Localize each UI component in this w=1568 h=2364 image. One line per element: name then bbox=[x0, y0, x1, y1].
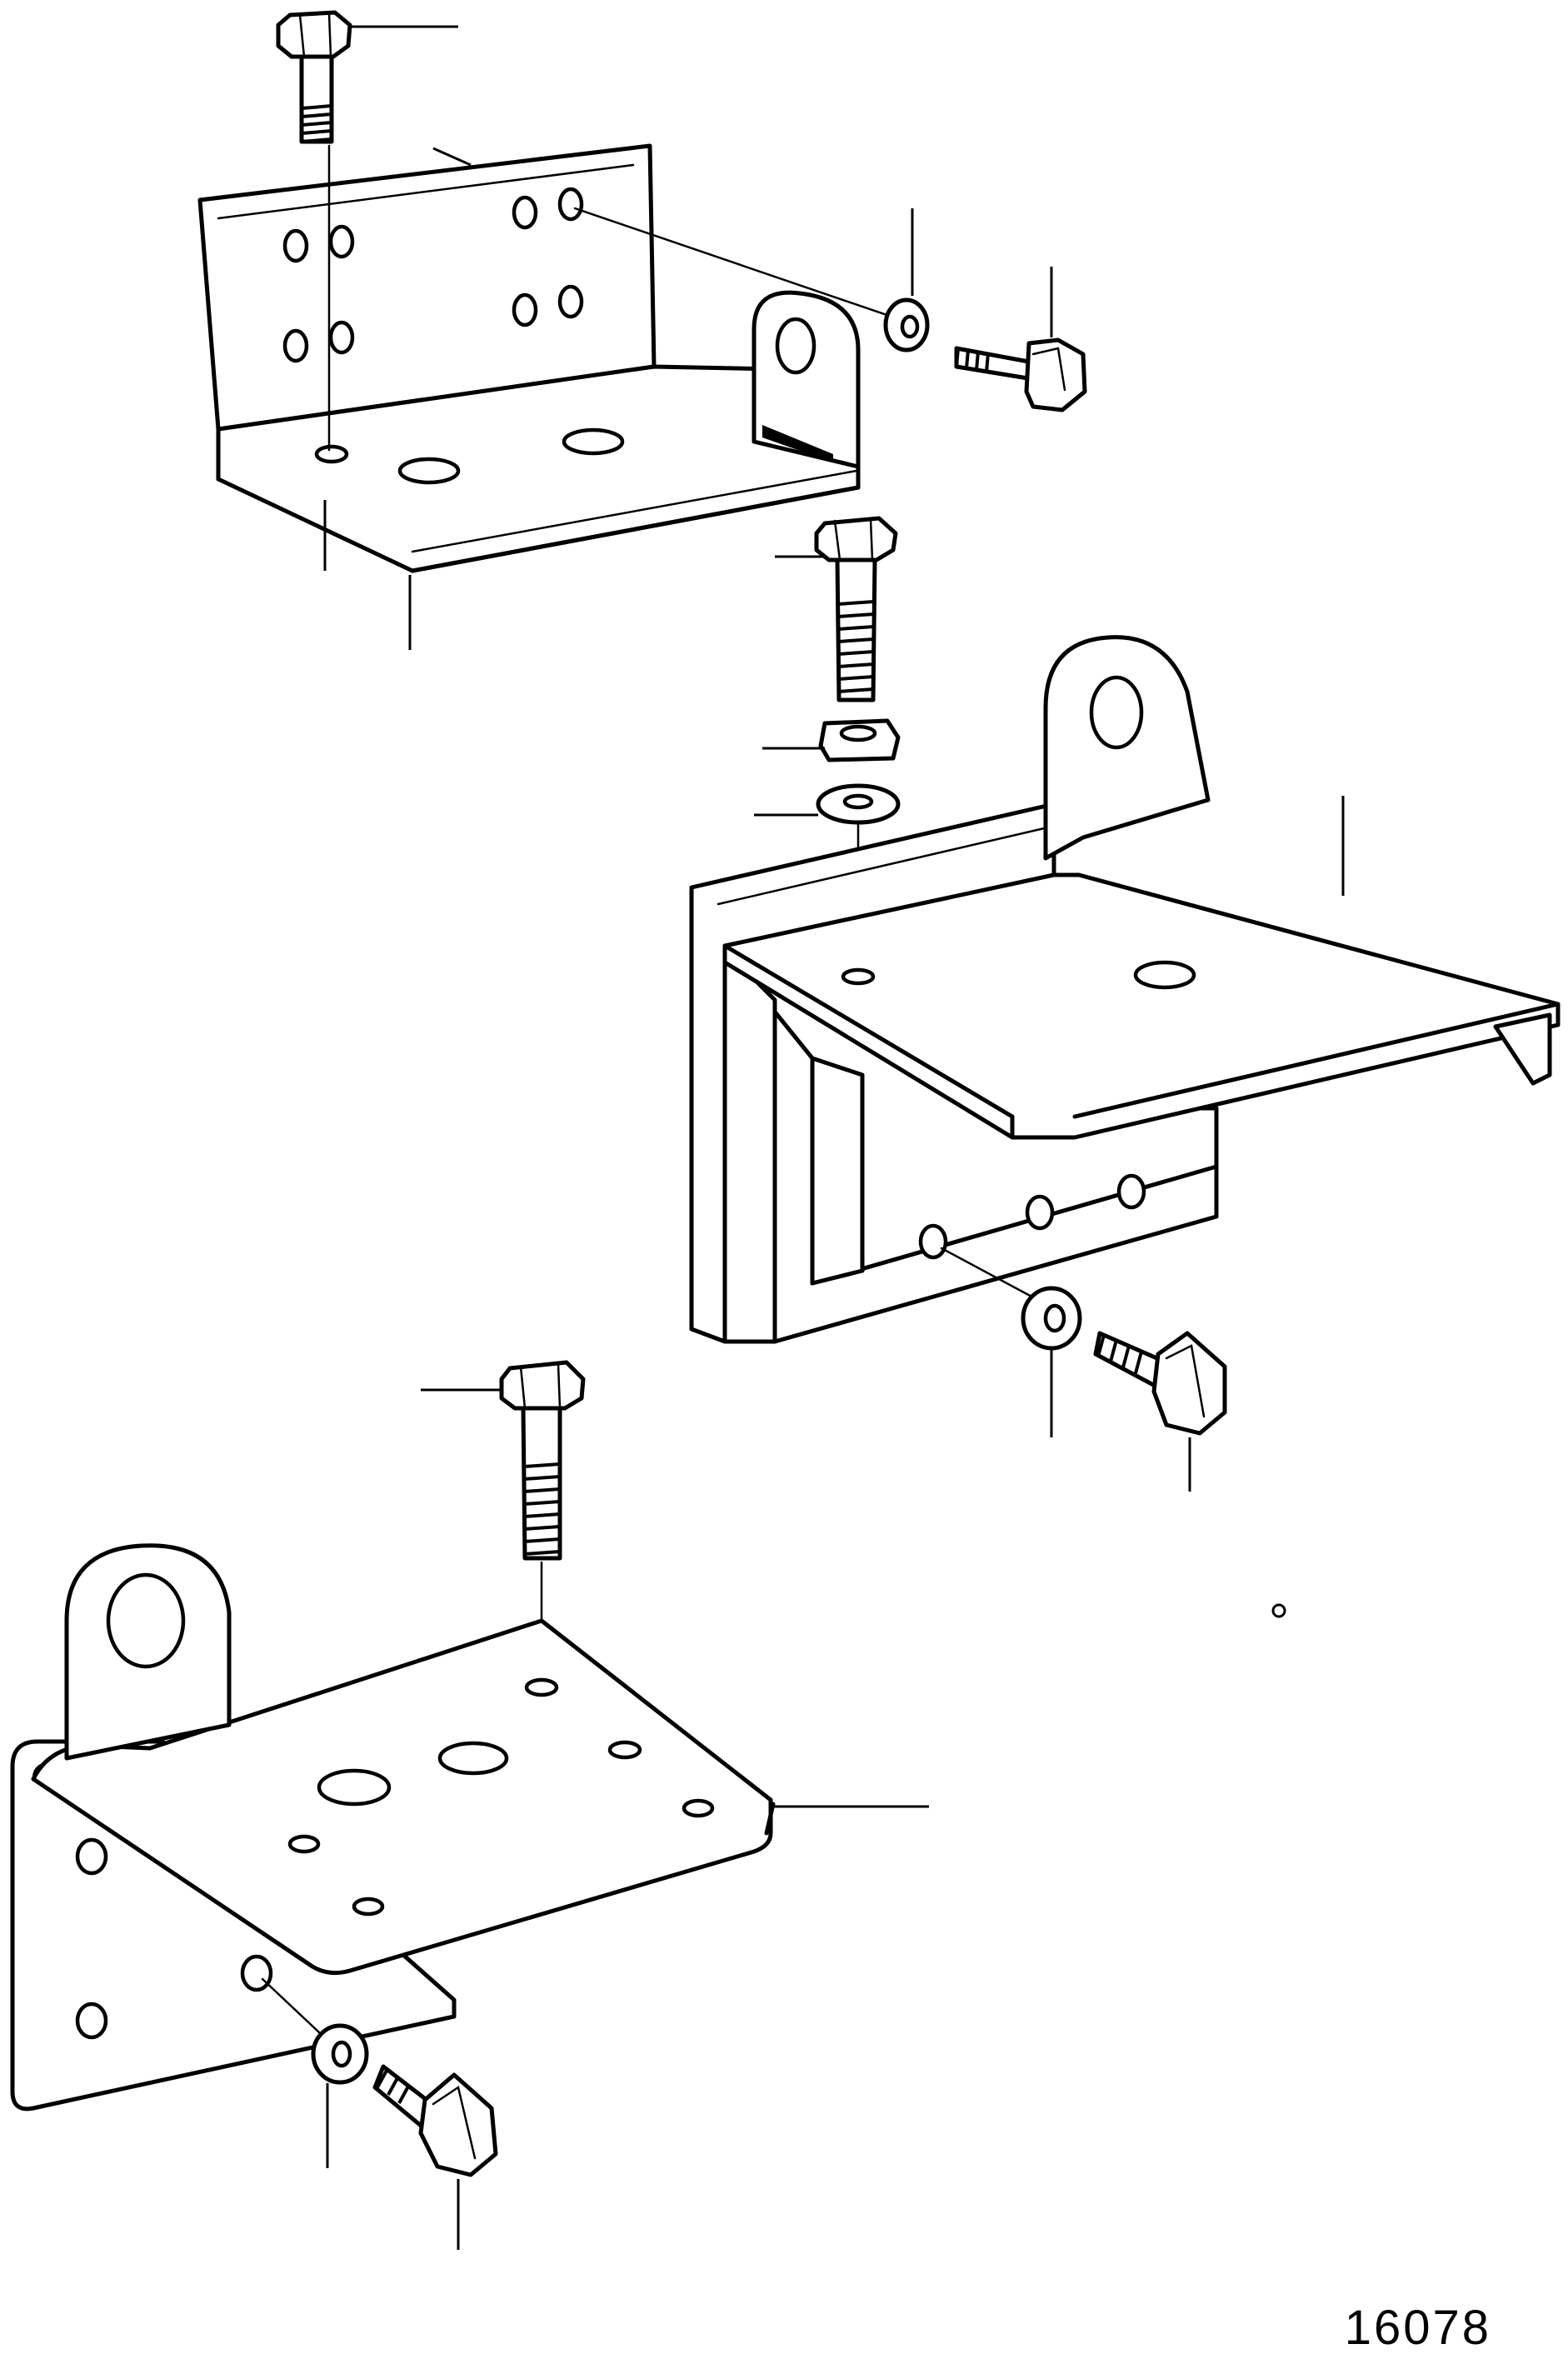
speck-mark bbox=[1271, 1603, 1286, 1618]
lower-bracket bbox=[10, 1543, 929, 2112]
figure-number: 16078 bbox=[1344, 2301, 1491, 2355]
upper-side-bolt bbox=[573, 207, 1087, 412]
upper-bracket-holes bbox=[282, 187, 625, 485]
lower-side-bolt bbox=[261, 1977, 498, 2250]
middle-bracket-fastener-stack bbox=[754, 516, 901, 977]
upper-vertical-bolt bbox=[276, 10, 458, 452]
lower-vertical-bolt bbox=[421, 1360, 586, 1685]
middle-side-bolt bbox=[940, 1247, 1227, 1492]
upper-angle-bracket bbox=[197, 143, 861, 650]
middle-bracket bbox=[689, 635, 1561, 1344]
